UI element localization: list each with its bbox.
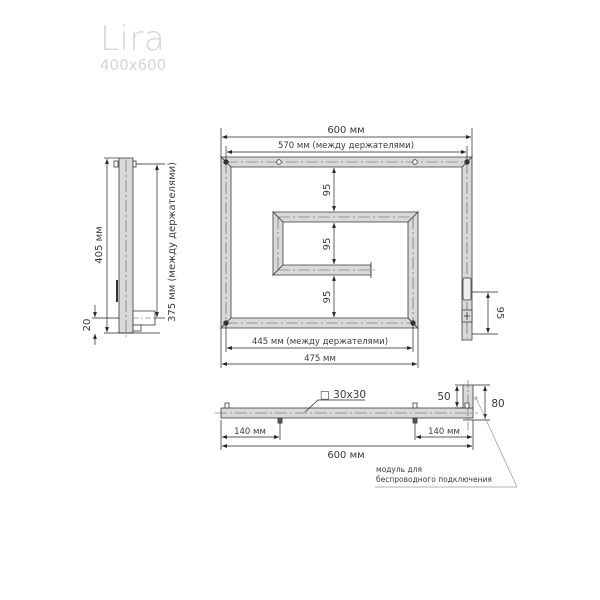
front-width-label: 600 мм xyxy=(327,125,364,136)
gap-top-label: 95 xyxy=(322,184,333,197)
gap-bottom-label: 95 xyxy=(322,291,333,304)
side-holders-height-label: 375 мм (между держателями) xyxy=(167,162,178,322)
total-width-label: 600 мм xyxy=(327,450,364,461)
front-holders-width-label: 570 мм (между держателями) xyxy=(278,141,414,151)
bottom-holders-label: 445 мм (между держателями) xyxy=(252,337,388,347)
side-height-label: 405 мм xyxy=(94,226,105,263)
top-view xyxy=(215,380,478,430)
right-offset-label-top: 140 мм xyxy=(428,427,460,437)
total-depth-label: 80 xyxy=(491,398,504,410)
module-height-label: 50 xyxy=(437,391,450,403)
side-view xyxy=(113,157,156,337)
gap-middle-label: 95 xyxy=(322,238,333,251)
right-offset-label: 95 xyxy=(494,307,505,320)
left-offset-label: 140 мм xyxy=(234,427,266,437)
side-bottom-offset-label: 20 xyxy=(82,319,93,332)
module-note-line2: беспроводного подключения xyxy=(376,475,492,484)
profile-label: □ 30x30 xyxy=(320,389,366,401)
product-title: Lira xyxy=(100,19,166,59)
front-view xyxy=(220,156,473,341)
product-size: 400x600 xyxy=(100,56,167,74)
bottom-width-label: 475 мм xyxy=(304,354,336,364)
module-note-line1: модуль для xyxy=(376,465,422,474)
